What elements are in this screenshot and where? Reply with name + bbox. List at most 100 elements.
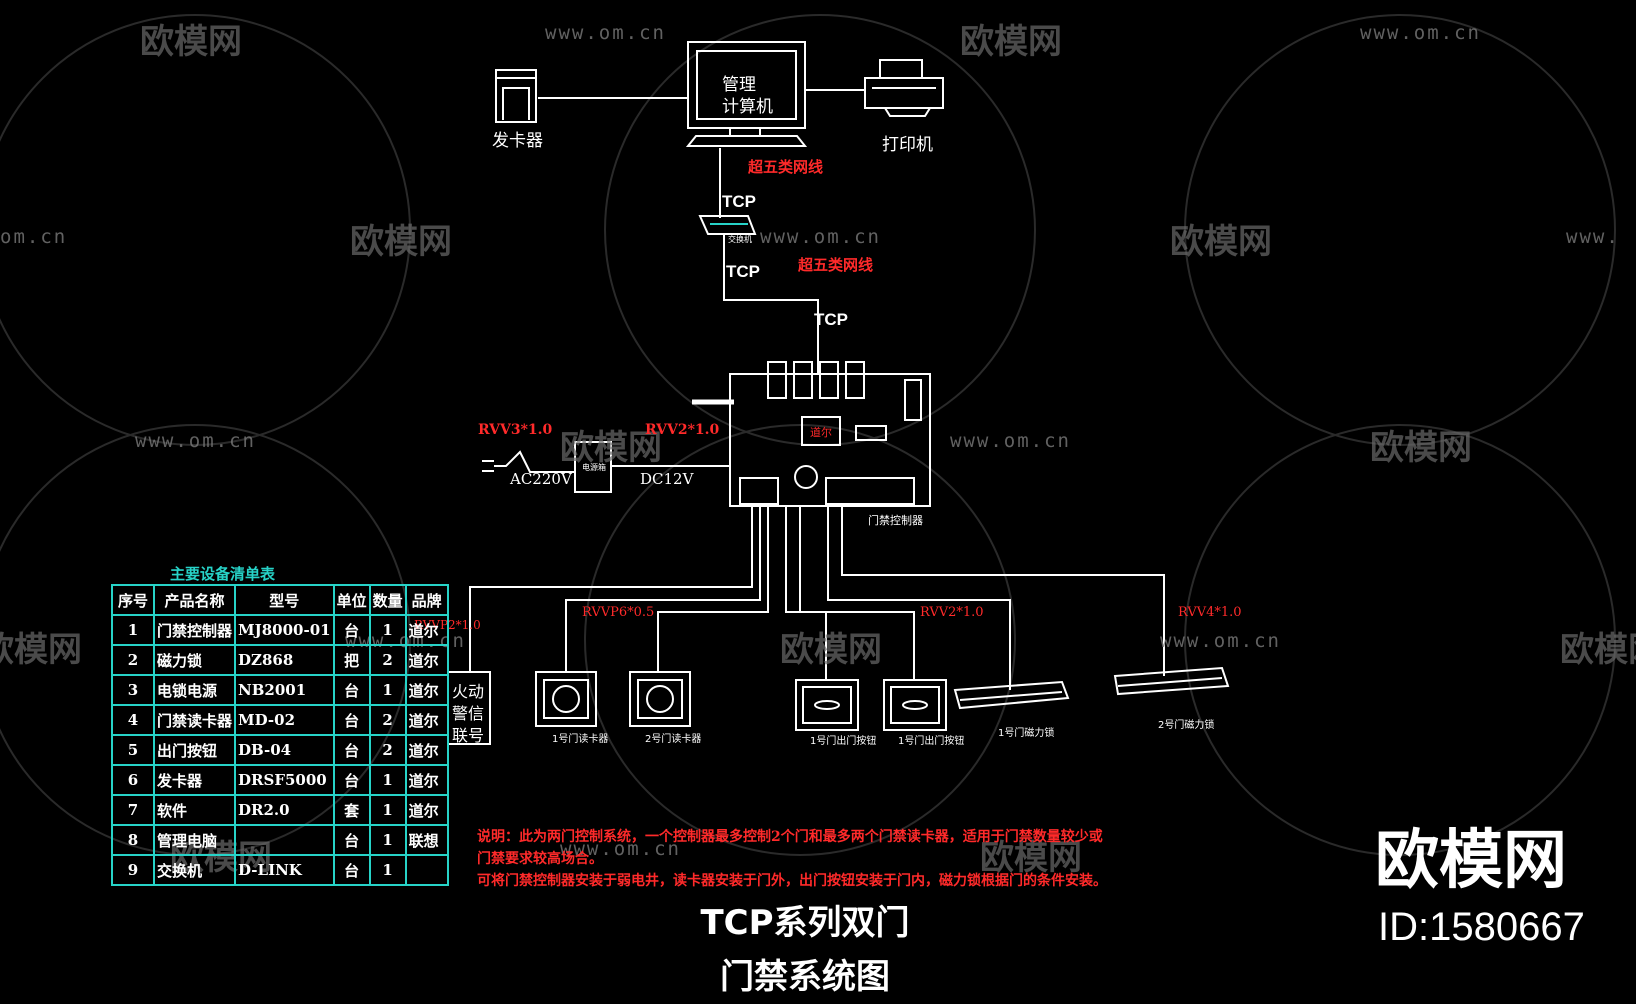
table-cell: 1 — [368, 794, 407, 826]
table-cell: 把 — [332, 644, 371, 676]
header-cell: 产品名称 — [152, 584, 237, 616]
table-cell: 台 — [332, 824, 371, 856]
exit-buttons — [795, 679, 947, 731]
watermark-url: www. — [1566, 226, 1620, 248]
top-wires — [538, 89, 865, 375]
table-cell: 发卡器 — [152, 764, 237, 796]
button2-label: 1号门出门按钮 — [898, 736, 965, 747]
watermark-url: www.om.cn — [545, 22, 666, 44]
printer-label: 打印机 — [882, 135, 933, 155]
table-cell — [234, 824, 335, 856]
note-line: 门禁要求较高场合。 — [477, 851, 603, 867]
table-cell: 台 — [332, 704, 371, 736]
watermark-logo: 欧模网 — [960, 22, 1062, 62]
watermark-logo: 欧模网 — [0, 630, 82, 670]
title-line-2: 门禁系统图 — [720, 957, 890, 997]
table-cell: 3 — [111, 674, 155, 706]
table-cell: 台 — [332, 854, 371, 886]
table-cell: 道尔 — [404, 794, 449, 826]
watermark-logo: 欧模网 — [1170, 222, 1272, 262]
card-issuer-device — [495, 69, 537, 123]
table-cell: DR2.0 — [234, 794, 335, 826]
table-cell — [404, 854, 449, 886]
reader2-label: 2号门读卡器 — [645, 734, 702, 745]
table-cell: 门禁控制器 — [152, 614, 237, 646]
tcp-label-2: TCP — [726, 262, 760, 281]
note-line: 可将门禁控制器安装于弱电井，读卡器安装于门外，出门按钮安装于门内，磁力锁根据门的… — [477, 873, 1107, 889]
cable-label-1: 超五类网线 — [748, 158, 824, 176]
controller-label: 门禁控制器 — [868, 514, 923, 527]
note-line: 说明：此为两门控制系统，一个控制器最多控制2个门和最多两个门禁读卡器，适用于门禁… — [477, 829, 1103, 845]
table-cell: DZ868 — [234, 644, 335, 676]
watermark-url: om.cn — [0, 226, 68, 248]
table-cell: 2 — [368, 734, 407, 766]
watermark-url: www.om.cn — [760, 226, 881, 248]
table-cell: D-LINK — [234, 854, 335, 886]
magnetic-locks — [953, 666, 1230, 710]
lock1-label: 1号门磁力锁 — [998, 728, 1055, 739]
reader1-label: 1号门读卡器 — [552, 734, 609, 745]
cable-label-2: 超五类网线 — [798, 256, 874, 274]
card-issuer-label: 发卡器 — [492, 131, 543, 151]
table-cell: 软件 — [152, 794, 237, 826]
table-cell: 套 — [332, 794, 371, 826]
watermark-url: www.om.cn — [560, 838, 681, 860]
table-cell: 1 — [368, 854, 407, 886]
fire-label-3: 联号 — [452, 726, 485, 745]
table-cell: DB-04 — [234, 734, 335, 766]
table-cell: 联想 — [404, 824, 449, 856]
power-wires — [482, 441, 730, 493]
device-wires — [469, 506, 1165, 690]
table-cell: 管理电脑 — [152, 824, 237, 856]
table-cell: 1 — [368, 824, 407, 856]
switch-label: 交换机 — [728, 235, 752, 244]
table-cell: 9 — [111, 854, 155, 886]
table-cell: 台 — [332, 764, 371, 796]
table-cell: 道尔 — [404, 734, 449, 766]
table-cell: 出门按钮 — [152, 734, 237, 766]
watermark-logo: 欧模网 — [140, 22, 242, 62]
table-cell: 2 — [111, 644, 155, 676]
table-cell: 2 — [368, 704, 407, 736]
table-cell: NB2001 — [234, 674, 335, 706]
table-cell: 8 — [111, 824, 155, 856]
table-cell: 门禁读卡器 — [152, 704, 237, 736]
power-in-label: AC220V — [510, 470, 572, 488]
controller-brand-mark: 道尔 — [810, 426, 832, 439]
table-cell: 道尔 — [404, 644, 449, 676]
table-cell: 台 — [332, 614, 371, 646]
diagram-title: TCP系列双门 门禁系统图 — [640, 896, 970, 1004]
card-readers — [535, 671, 691, 727]
table-cell: 道尔 — [404, 764, 449, 796]
watermark-url: www.om.cn — [135, 430, 256, 452]
table-cell: 7 — [111, 794, 155, 826]
fire-label-2: 警信 — [452, 704, 485, 723]
switch-device — [698, 215, 757, 235]
table-cell: 台 — [332, 734, 371, 766]
watermark-logo: 欧模网 — [1560, 630, 1636, 670]
table-cell: 5 — [111, 734, 155, 766]
description-note: 说明：此为两门控制系统，一个控制器最多控制2个门和最多两个门禁读卡器，适用于门禁… — [477, 826, 1257, 892]
cable-rvv3-label: RVV3*1.0 — [478, 422, 553, 438]
watermark-logo: 欧模网 — [980, 838, 1082, 878]
header-cell: 品牌 — [404, 584, 449, 616]
controller-board — [692, 361, 931, 507]
computer-label-1: 管理 — [722, 75, 756, 95]
table-cell: 交换机 — [152, 854, 237, 886]
computer-label-2: 计算机 — [722, 97, 773, 117]
fire-alarm-box — [447, 671, 491, 745]
watermark-url: www.om.cn — [1160, 630, 1281, 652]
table-cell: DRSF5000 — [234, 764, 335, 796]
table-cell: 磁力锁 — [152, 644, 237, 676]
computer-device — [685, 41, 808, 147]
table-cell: 台 — [332, 674, 371, 706]
